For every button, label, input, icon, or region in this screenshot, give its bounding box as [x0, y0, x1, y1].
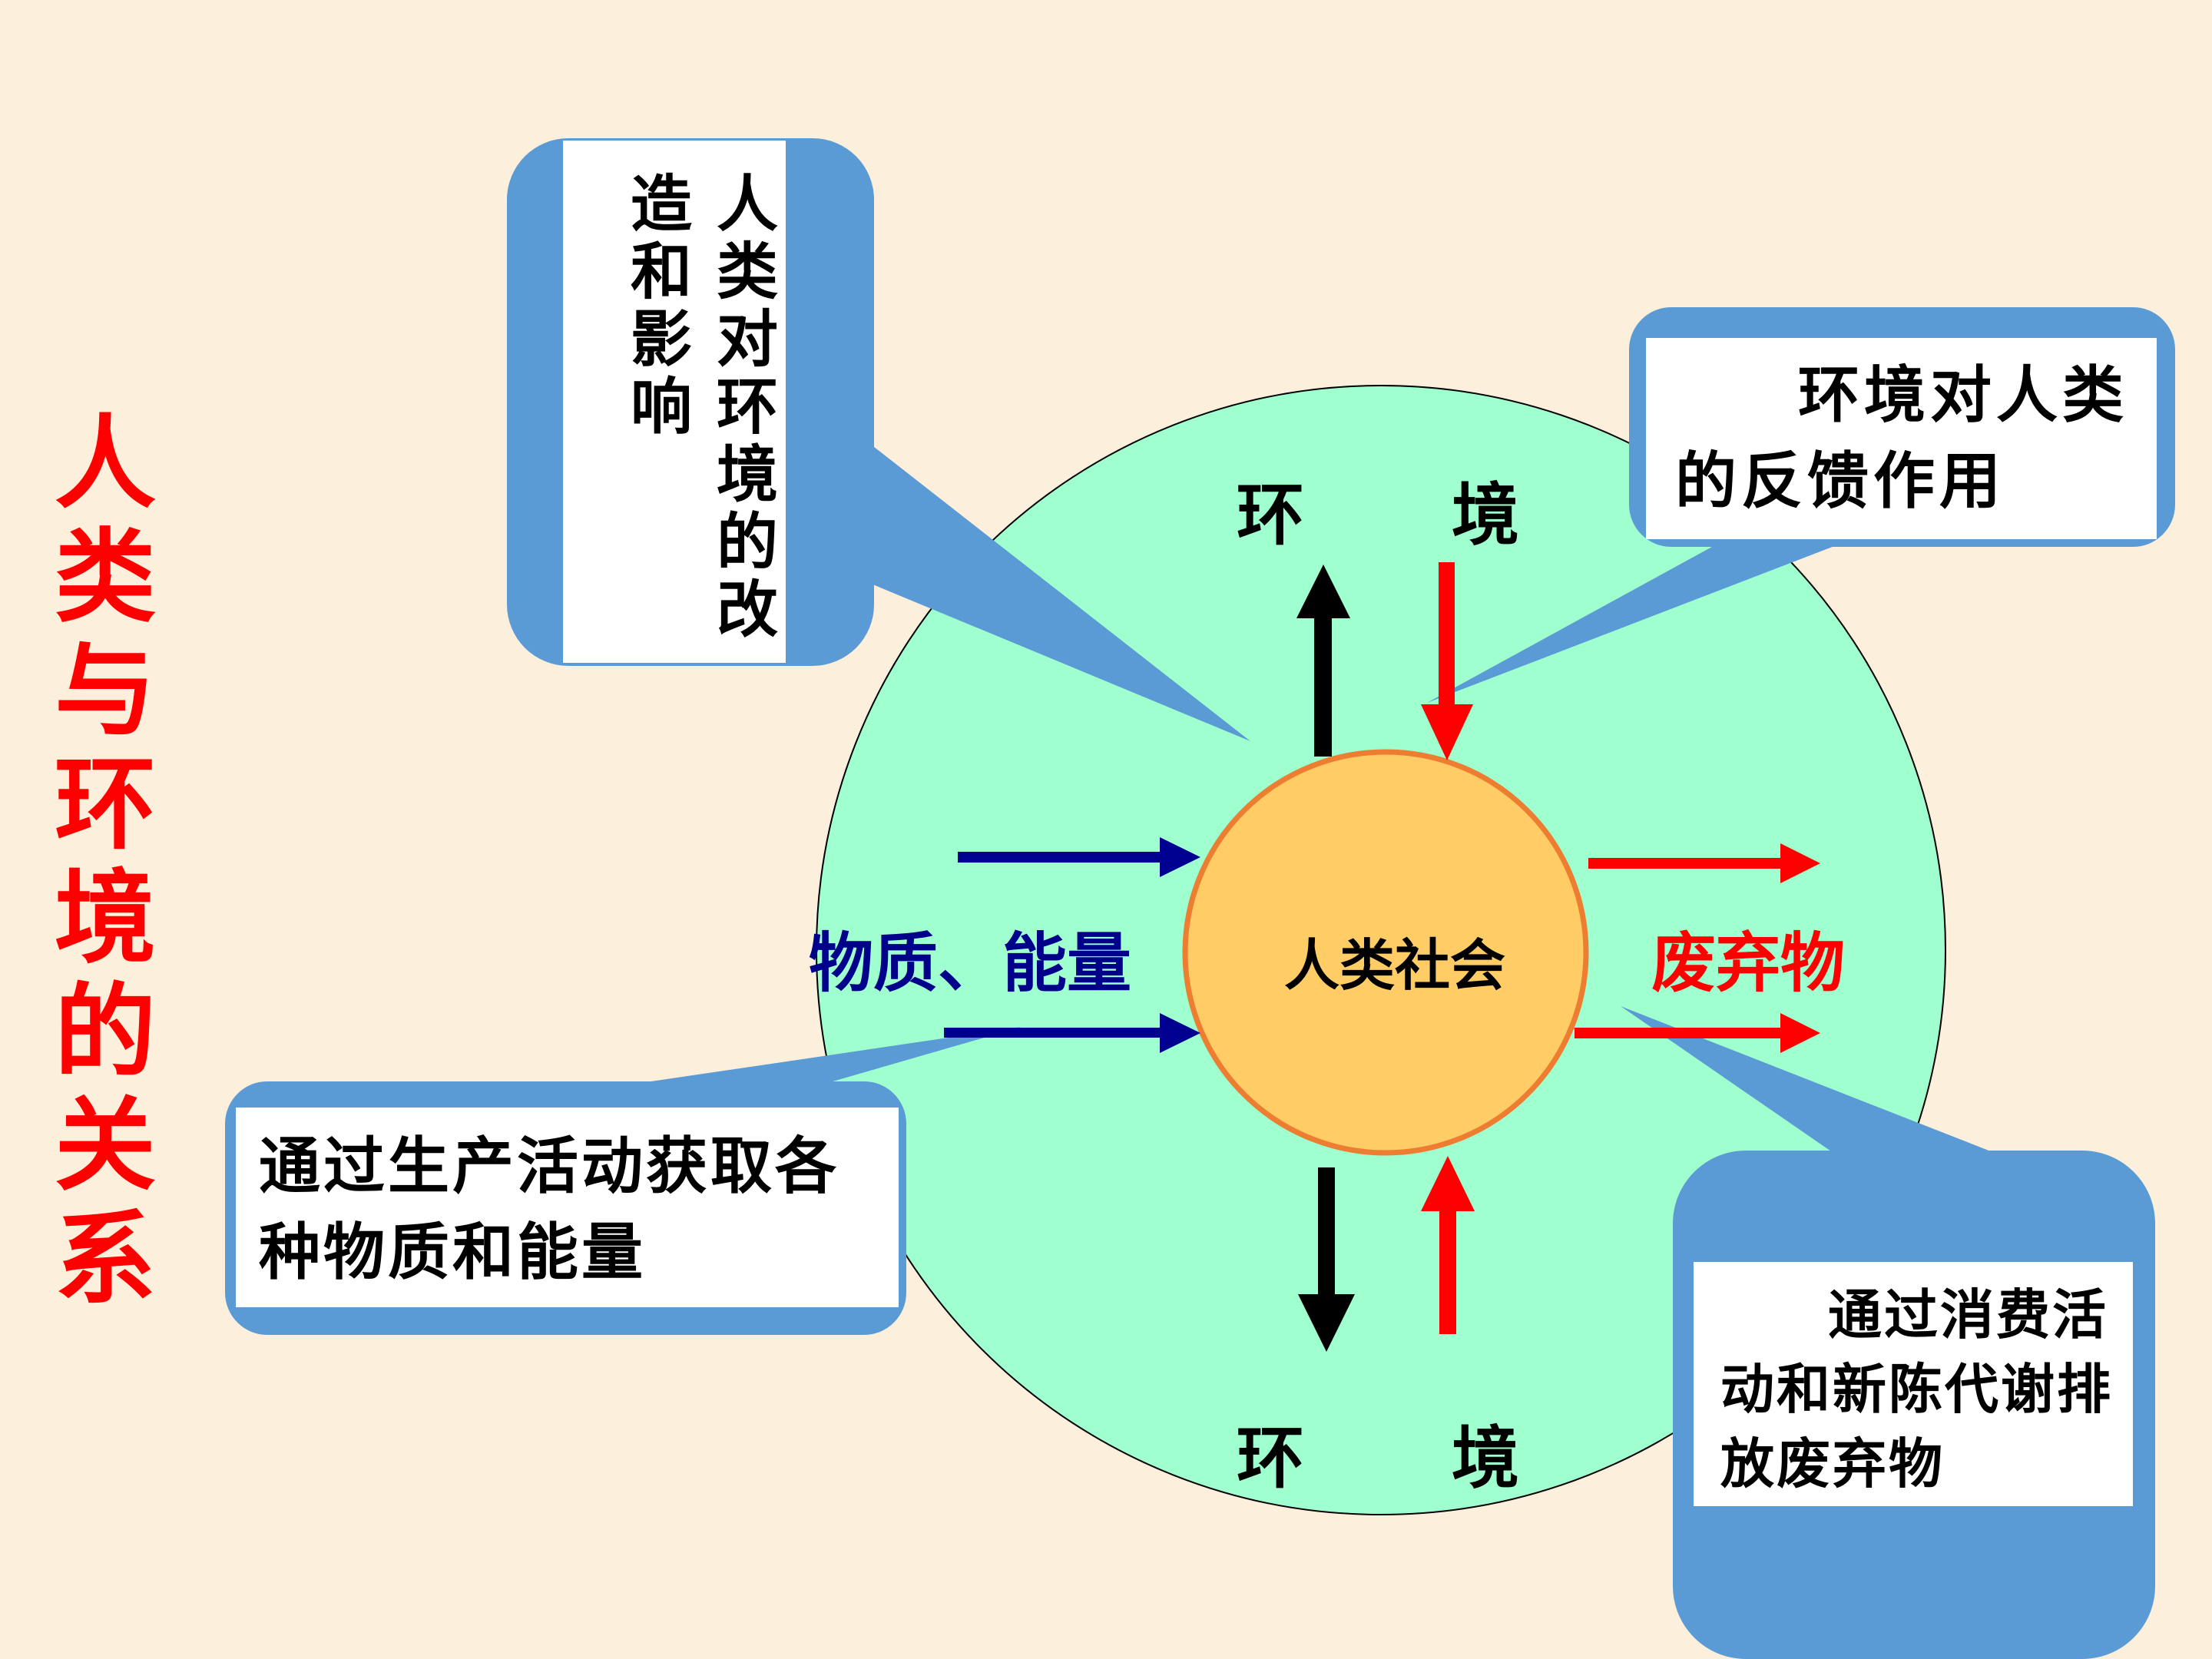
- environment-bottom-char-1: 环: [1237, 1418, 1305, 1498]
- callout-human-impact: 人类对环境的改造和影响: [563, 141, 786, 663]
- arrow-down-to-environment: [1298, 1167, 1355, 1352]
- arrow-input-lower: [944, 1013, 1200, 1053]
- arrow-up-to-environment: [1296, 565, 1350, 757]
- environment-top-char-1: 环: [1237, 475, 1305, 555]
- human-society-label: 人类社会: [1284, 932, 1506, 998]
- arrow-feedback-up: [1421, 1156, 1475, 1334]
- page-title: 人类与环境的关系: [55, 405, 156, 1319]
- matter-energy-label: 物质、能量: [809, 925, 1132, 1001]
- arrow-output-upper: [1588, 843, 1820, 883]
- environment-top-char-2: 境: [1452, 475, 1520, 555]
- arrow-input-upper: [958, 837, 1200, 877]
- arrow-feedback-down: [1421, 562, 1473, 760]
- callout-acquire: 通过生产活动获取各种物质和能量: [236, 1108, 899, 1307]
- callout-feedback: 环境对人类的反馈作用: [1646, 338, 2157, 539]
- callout-discharge: 通过消费活动和新陈代谢排放废弃物: [1694, 1262, 2133, 1506]
- arrow-output-lower: [1575, 1013, 1820, 1053]
- waste-label: 废弃物: [1651, 925, 1846, 1001]
- environment-bottom-char-2: 境: [1452, 1418, 1520, 1498]
- human-society-circle: [1182, 749, 1589, 1156]
